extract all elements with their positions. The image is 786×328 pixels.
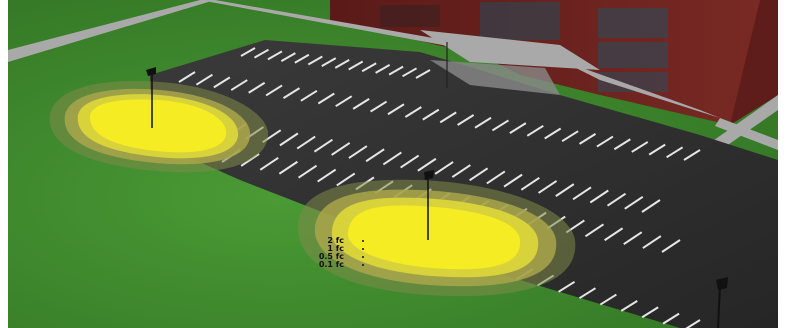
parking-stripe: [259, 156, 279, 171]
parking-stripe: [313, 138, 333, 153]
parking-stripe: [422, 108, 440, 121]
parking-stripe: [230, 79, 248, 91]
parking-stripe: [178, 71, 196, 83]
parking-stripe: [365, 148, 385, 163]
parking-stripe: [451, 164, 471, 178]
parking-stripe: [491, 119, 509, 132]
parking-stripe: [417, 157, 437, 172]
parking-stripe: [544, 127, 562, 140]
parking-stripe: [400, 154, 420, 169]
parking-stripe: [434, 161, 454, 175]
parking-stripe: [666, 146, 684, 159]
parking-stripe: [335, 95, 353, 108]
parking-stripe: [352, 98, 370, 110]
parking-stripe: [267, 50, 283, 61]
parking-stripe: [195, 73, 213, 86]
parking-stripe: [300, 89, 318, 102]
parking-stripe: [662, 312, 680, 325]
parking-stripe: [279, 132, 299, 147]
parking-stripe: [415, 69, 431, 79]
parking-stripe: [683, 149, 701, 161]
parking-stripe: [578, 133, 597, 145]
parking-stripe: [307, 55, 323, 66]
light-pole-right: [716, 277, 728, 328]
parking-stripe: [520, 176, 540, 191]
parking-stripe: [297, 164, 318, 179]
parking-stripe: [331, 142, 351, 156]
legend-label-0-5fc: 0.5 fc: [318, 252, 344, 261]
parking-stripe: [294, 53, 310, 64]
legend-label-0-1fc: 0.1 fc: [318, 260, 344, 269]
light-pool-center: [297, 179, 576, 297]
parking-stripe: [661, 239, 681, 253]
parking-stripe: [321, 57, 337, 68]
parking-stripe: [404, 106, 422, 118]
legend-dot-0-1fc: [362, 264, 364, 266]
parking-stripe: [558, 280, 576, 293]
parking-stripe: [599, 293, 617, 306]
parking-stripe: [641, 306, 659, 319]
parking-stripe: [317, 168, 337, 183]
parking-stripe: [620, 300, 638, 312]
parking-stripe: [584, 223, 605, 238]
parking-stripe: [457, 114, 475, 126]
parking-stripe: [555, 183, 575, 197]
parking-stripe: [334, 58, 350, 69]
parking-stripe: [248, 81, 266, 94]
parking-stripe: [503, 173, 523, 188]
parking-stripe: [388, 65, 404, 76]
parking-stripe: [623, 231, 643, 246]
parking-stripe: [336, 172, 356, 187]
parking-stripe: [526, 124, 544, 137]
parking-stripe: [631, 141, 649, 153]
light-pool-left: [49, 80, 269, 173]
parking-stripe: [382, 151, 402, 166]
parking-stripe: [296, 135, 316, 150]
parking-stripe: [402, 67, 418, 78]
parking-stripe: [648, 143, 666, 156]
parking-stripe: [604, 227, 624, 242]
parking-stripe: [537, 180, 558, 194]
parking-stripe: [572, 186, 592, 201]
parking-stripe: [282, 87, 301, 99]
parking-stripe: [642, 235, 662, 249]
parking-stripe: [509, 122, 527, 134]
parking-stripe: [278, 160, 298, 175]
parking-stripe: [606, 192, 627, 207]
legend-label-1fc: 1 fc: [327, 244, 344, 253]
parking-stripe: [265, 84, 283, 97]
parking-stripe: [486, 170, 506, 185]
parking-stripe: [685, 319, 701, 328]
parking-stripe: [375, 64, 391, 74]
parking-stripe: [348, 60, 364, 71]
parking-stripe: [613, 138, 631, 151]
parking-stripe: [317, 92, 335, 105]
parking-stripe: [474, 116, 492, 129]
legend-dot-2fc: [362, 240, 364, 242]
parking-stripe: [370, 100, 388, 113]
parking-stripe: [469, 167, 489, 182]
parking-stripe: [253, 48, 269, 59]
parking-stripe: [589, 189, 609, 204]
parking-stripe: [578, 287, 596, 300]
sidewalks: [8, 0, 778, 156]
parking-stripe: [280, 52, 296, 62]
light-pole-left: [146, 67, 156, 128]
parking-stripe: [596, 135, 614, 148]
parking-stripe: [213, 76, 231, 89]
parking-stripe: [561, 130, 579, 143]
light-pole-center: [424, 170, 434, 240]
parking-stripe: [624, 195, 644, 210]
parking-stripe: [240, 47, 256, 57]
parking-stripe: [348, 145, 368, 159]
legend-label-2fc: 2 fc: [327, 236, 344, 245]
parking-stripe: [641, 199, 661, 213]
parking-stripe: [361, 62, 377, 73]
parking-stripe: [439, 111, 457, 124]
legend-dot-1fc: [362, 248, 364, 250]
legend-dot-0-5fc: [362, 256, 364, 258]
parking-stripe: [387, 103, 405, 116]
